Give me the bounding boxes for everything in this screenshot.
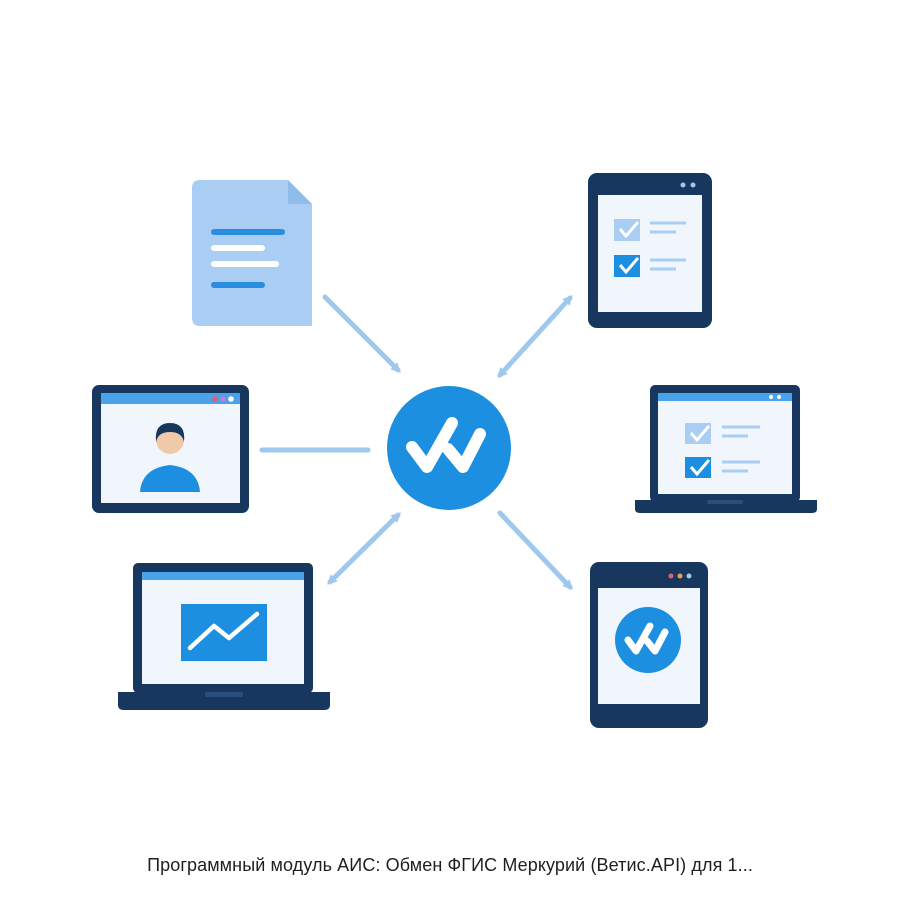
chart-icon — [181, 604, 267, 661]
document-icon — [211, 229, 285, 288]
caption: Программный модуль АИС: Обмен ФГИС Мерку… — [147, 855, 753, 875]
arrow-hub-laptop-left — [327, 512, 401, 585]
user-avatar-icon — [140, 423, 200, 492]
tablet-checklist-node — [588, 173, 712, 328]
laptop-chart-node — [118, 563, 330, 710]
laptop-checklist-node — [635, 385, 817, 513]
hub-check-icon — [624, 622, 669, 655]
checklist-icon — [614, 219, 686, 277]
connectors — [259, 294, 573, 590]
arrow-hub-tablet-top — [497, 295, 573, 378]
hub-check-icon — [406, 417, 486, 473]
arrow-hub-to-tablet-bottom — [497, 510, 573, 590]
monitor-node — [92, 385, 249, 513]
document-node — [192, 180, 312, 326]
hub-node — [387, 386, 511, 510]
tablet-logo-node — [590, 562, 708, 728]
checklist-icon — [685, 423, 760, 478]
arrow-document-to-hub — [322, 294, 401, 373]
